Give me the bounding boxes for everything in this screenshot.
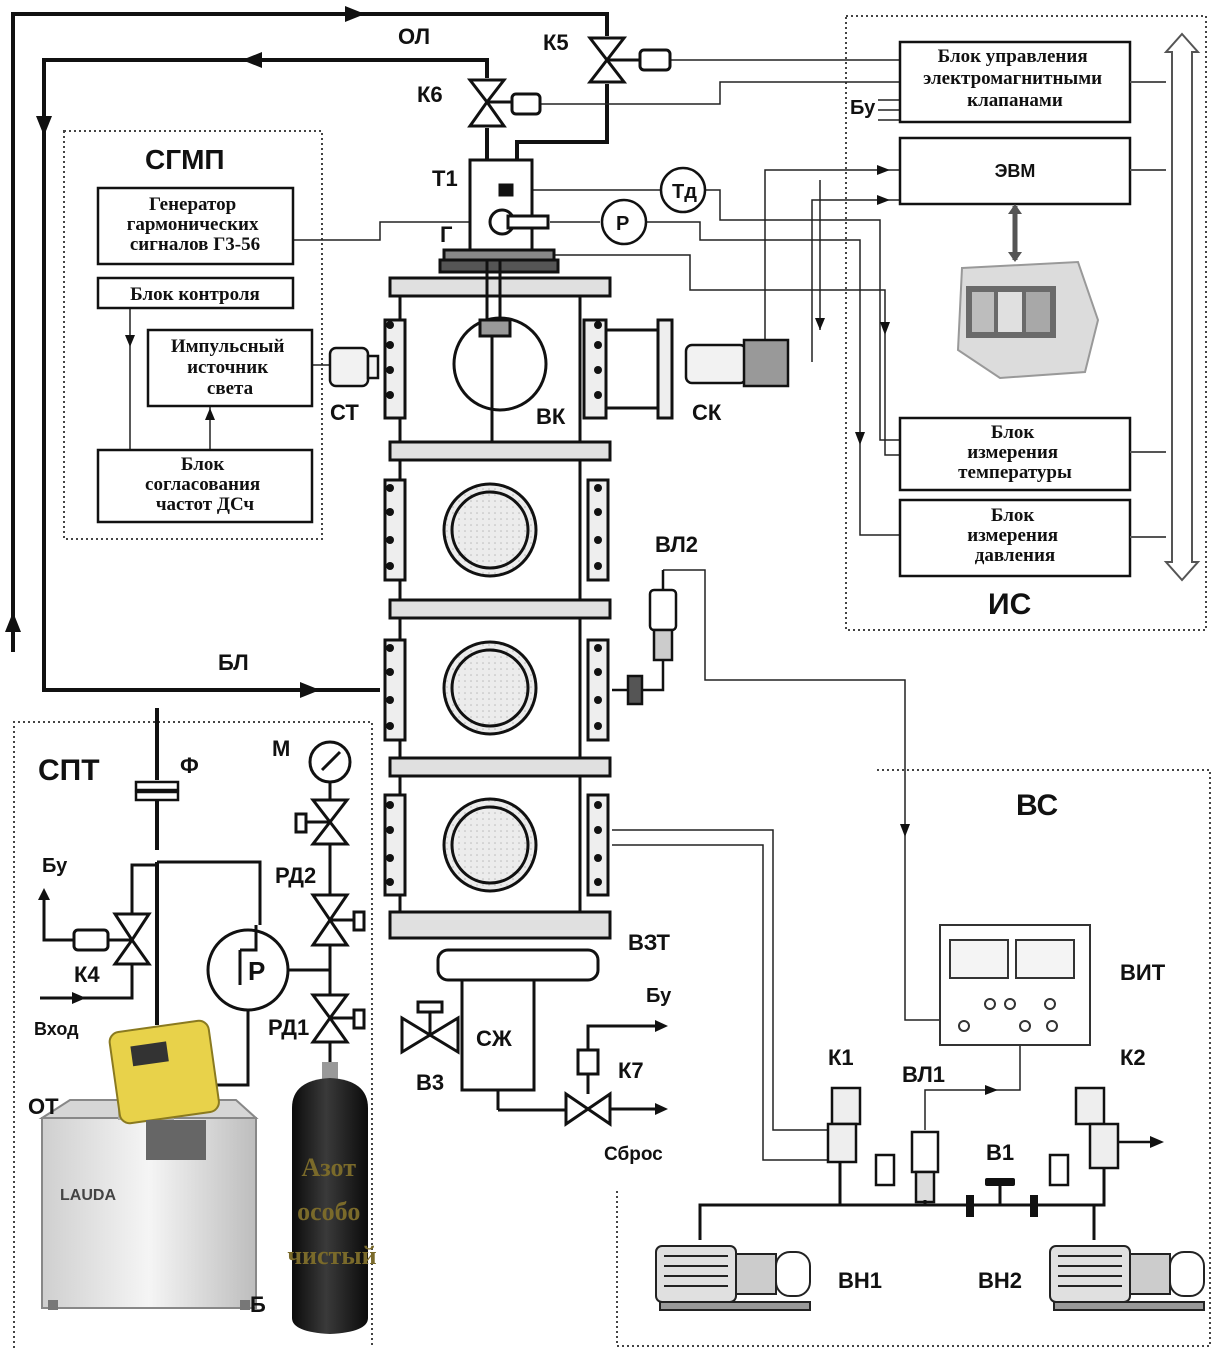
- pressure-regulator: [157, 860, 330, 1087]
- control-block-text: Блок контроля: [130, 284, 260, 305]
- td-sensor: [659, 166, 707, 214]
- k1-valve: [826, 1086, 896, 1187]
- valves-rd: [294, 798, 366, 1068]
- thermostat-ot: [38, 1019, 259, 1310]
- label-ot: ОТ: [28, 1094, 59, 1119]
- label-vl2: ВЛ2: [655, 532, 698, 557]
- valve-k7: [564, 1024, 660, 1127]
- label-k5: К5: [543, 30, 569, 55]
- valve-k5: [586, 36, 672, 84]
- label-f: Ф: [180, 753, 199, 778]
- valve-v3: [400, 1000, 460, 1055]
- sgmp-region: [63, 130, 323, 540]
- camera-sk: [684, 338, 790, 388]
- k2-valve: [1048, 1086, 1155, 1187]
- k2-exhaust-arrow: [1150, 1136, 1164, 1148]
- light-source-st: [328, 346, 380, 388]
- filter-f: [134, 780, 180, 802]
- label-vn1: ВН1: [838, 1268, 882, 1293]
- generator-block-text: Генератор гармонических сигналов Г3-56: [127, 194, 263, 255]
- label-vit: ВИТ: [1120, 960, 1166, 985]
- flow-arrows: [5, 6, 365, 698]
- label-vl1: ВЛ1: [902, 1062, 945, 1087]
- spt-title: СПТ: [38, 754, 100, 787]
- label-bu-left: Бу: [42, 855, 68, 877]
- vs-title: ВС: [1016, 789, 1058, 822]
- label-vhod: Вход: [34, 1019, 79, 1039]
- main-lines: [11, 12, 609, 1025]
- valve-k6: [466, 78, 542, 128]
- temp-meas-block-text: Блок измерения температуры: [958, 422, 1072, 483]
- vs-region: [616, 769, 1211, 1347]
- vit-instrument: [939, 924, 1091, 1046]
- freq-match-block-text: Блок согласования частот ДСч: [145, 454, 265, 515]
- label-vzt: ВЗТ: [628, 930, 671, 955]
- k7-arrows: [655, 1020, 668, 1115]
- label-p: Р: [616, 213, 629, 235]
- component-labels: ОЛ К5 К6 Т1 Г Тд Р Бу СТ ВК СК ВЛ2 БЛ Ф …: [28, 24, 1166, 1317]
- manometer-m: [308, 740, 352, 800]
- label-st: СТ: [330, 400, 359, 425]
- sgmp-title: СГМП: [145, 144, 225, 175]
- vessel-top: [438, 158, 560, 274]
- label-sk: СК: [692, 400, 722, 425]
- pump-vn2: [1049, 1245, 1205, 1311]
- flange-bolts: [386, 321, 602, 886]
- label-k7: К7: [618, 1058, 644, 1083]
- is-title: ИС: [988, 588, 1031, 621]
- label-szh: СЖ: [476, 1026, 512, 1051]
- label-vn2: ВН2: [978, 1268, 1022, 1293]
- label-bl: БЛ: [218, 650, 249, 675]
- vl1-gauge: [910, 1130, 940, 1204]
- label-k4: К4: [74, 962, 100, 987]
- label-ol: ОЛ: [398, 24, 430, 49]
- label-k6: К6: [417, 82, 443, 107]
- label-g: Г: [440, 222, 453, 247]
- monitor-icon: [956, 204, 1100, 380]
- label-k1: К1: [828, 1045, 854, 1070]
- label-sbros: Сброс: [604, 1144, 663, 1165]
- valve-v1: [966, 1178, 1038, 1217]
- valve-control-block-text: Блок управления электромагнитными клапан…: [923, 46, 1107, 111]
- pulse-light-block-text: Импульсный источник света: [171, 336, 289, 399]
- data-bus: [1163, 32, 1201, 582]
- computer-block-text: ЭВМ: [995, 161, 1036, 181]
- label-rd2: РД2: [275, 863, 316, 888]
- label-bu-top: Бу: [850, 97, 876, 119]
- vacuum-pipes: [698, 1162, 1106, 1240]
- nitrogen-cylinder: [292, 1062, 368, 1334]
- label-v1: В1: [986, 1140, 1014, 1165]
- label-td: Тд: [672, 181, 697, 203]
- is-blocks: [898, 40, 1132, 578]
- label-bu-right: Бу: [646, 985, 672, 1007]
- lauda-logo: LAUDA: [60, 1187, 116, 1204]
- label-t1: Т1: [432, 166, 458, 191]
- vessel-column: [383, 260, 674, 1112]
- cylinder-label: Азот особо чистый: [287, 1153, 376, 1270]
- is-region: [845, 15, 1207, 631]
- label-k2: К2: [1120, 1045, 1146, 1070]
- wire-arrows: [125, 165, 998, 1095]
- k4-arrows: [38, 888, 86, 1004]
- sgmp-blocks: [96, 186, 314, 524]
- gauge-vl2: [612, 570, 678, 706]
- label-b: Б: [250, 1292, 266, 1317]
- pump-vn1: [655, 1245, 811, 1311]
- label-regulator-p: Р: [248, 956, 265, 986]
- spt-region: [13, 721, 373, 1348]
- valve-k4: [40, 863, 157, 1000]
- label-v3: В3: [416, 1070, 444, 1095]
- label-m: М: [272, 736, 290, 761]
- p-sensor: [600, 198, 648, 246]
- bus-links: [1130, 81, 1166, 538]
- label-rd1: РД1: [268, 1015, 309, 1040]
- signal-wires: [129, 59, 1021, 1161]
- label-vk: ВК: [536, 404, 566, 429]
- press-meas-block-text: Блок измерения давления: [967, 505, 1063, 566]
